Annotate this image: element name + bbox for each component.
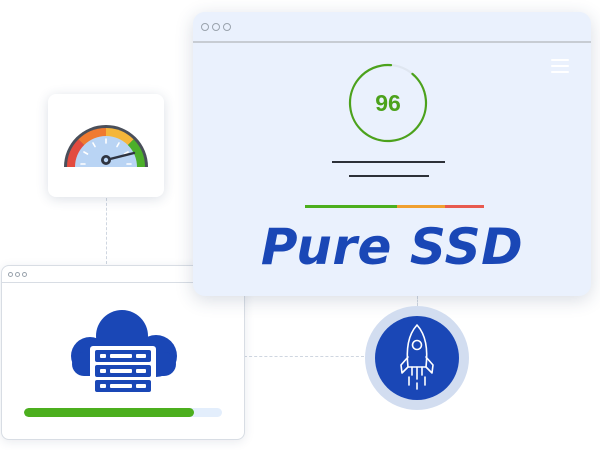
upload-progress-bar [24,408,222,417]
window-dot-1[interactable] [8,271,13,277]
browser-window: 96 Pure SSD [193,12,591,296]
cloud-server-icon [71,310,177,398]
placeholder-line-2 [349,175,429,177]
server-window-titlebar [2,266,244,283]
connector-gauge-server [106,198,107,264]
brand-title: Pure SSD [260,218,524,276]
window-dot-3[interactable] [22,271,27,277]
color-bar-orange [397,205,445,208]
placeholder-line-1 [332,161,445,163]
browser-titlebar [193,12,591,43]
score-ring [348,63,428,143]
browser-dot-1[interactable] [201,22,209,31]
browser-dot-3[interactable] [223,22,231,31]
rocket-badge[interactable] [364,305,470,411]
color-bar-red [445,205,484,208]
speedometer-icon [64,125,148,167]
connector-window-rocket [417,296,418,306]
performance-score: 96 [375,89,401,116]
connector-server-rocket [244,356,364,357]
hamburger-menu-icon[interactable] [551,59,569,73]
speed-gauge-card [48,94,164,197]
color-bar-green [305,205,397,208]
window-dot-2[interactable] [15,271,20,277]
rocket-icon [400,324,434,390]
upload-progress-fill [24,408,195,417]
browser-dot-2[interactable] [212,22,220,31]
